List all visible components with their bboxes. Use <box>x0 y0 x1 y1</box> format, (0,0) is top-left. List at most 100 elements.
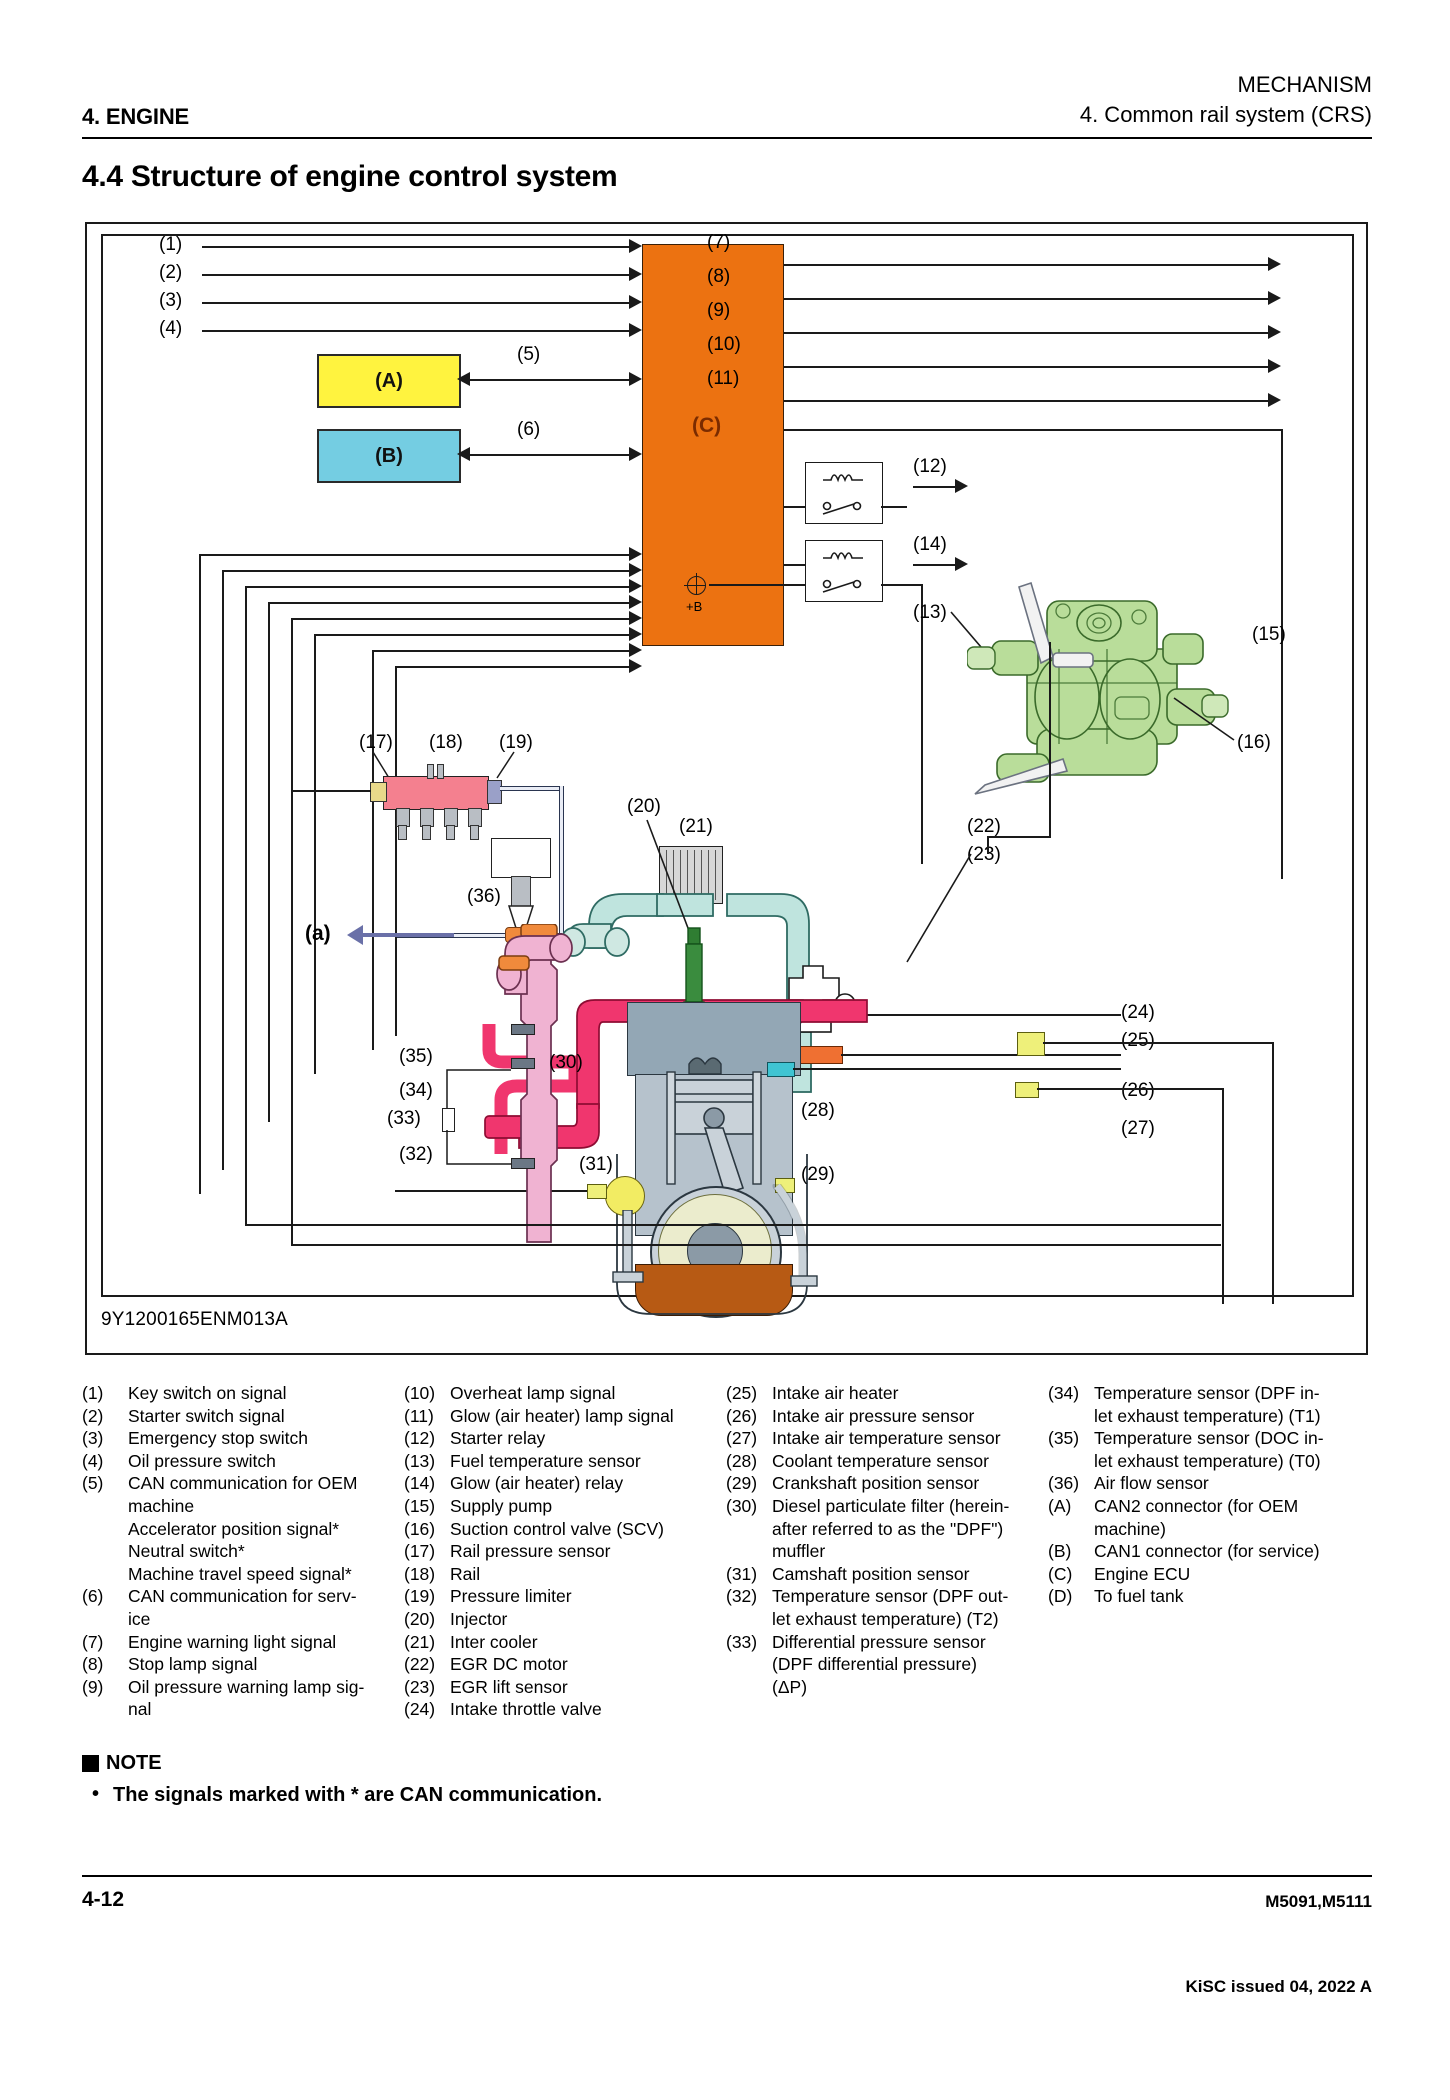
output-arrow-9 <box>1268 325 1281 339</box>
intake-pressure-wire-v <box>1272 1042 1274 1304</box>
flow-arrow-head <box>347 925 363 945</box>
legend-number: (1) <box>82 1383 104 1403</box>
return-line-h2 <box>397 933 562 938</box>
legend-text: Overheat lamp signal <box>450 1383 616 1403</box>
legend-item: (25)Intake air heater <box>726 1382 1048 1405</box>
legend-item: (15)Supply pump <box>404 1495 726 1518</box>
legend-number: (32) <box>726 1586 758 1607</box>
legend-text: Oil pressure warning lamp sig- <box>128 1676 365 1697</box>
legend-item: (14) Glow (air heater) relay <box>404 1472 726 1495</box>
legend-number: (29) <box>726 1473 758 1494</box>
legend-item: (17)Rail pressure sensor <box>404 1540 726 1563</box>
legend-item: (1) Key switch on signal <box>82 1382 404 1405</box>
legend-number: (6) <box>82 1586 104 1607</box>
issue-stamp: KiSC issued 04, 2022 A <box>1185 1977 1372 1996</box>
legend-text: Camshaft position sensor <box>772 1563 970 1584</box>
legend-text: Diesel particulate filter (herein- <box>772 1495 1010 1516</box>
bundle-v-5 <box>291 618 293 1098</box>
legend-text: Air flow sensor <box>1094 1473 1209 1494</box>
legend-text: Temperature sensor (DPF in- <box>1094 1383 1320 1403</box>
legend-item: (30)Diesel particulate filter (herein- <box>726 1495 1048 1518</box>
can1-connector-label: (B) <box>375 444 403 467</box>
legend-number: (20) <box>404 1608 436 1629</box>
legend-text: Temperature sensor (DPF out- <box>772 1586 1009 1607</box>
legend-text: To fuel tank <box>1094 1586 1184 1607</box>
legend-continuation: Machine travel speed signal* <box>128 1563 352 1584</box>
figure-id: 9Y1200165ENM013A <box>101 1309 289 1330</box>
legend-number: (14) <box>404 1473 436 1494</box>
legend-item: (24)Intake throttle valve <box>404 1698 726 1721</box>
legend-continuation: let exhaust temperature) (T0) <box>1094 1450 1321 1471</box>
legend-column-3: (25)Intake air heater (26)Intake air pre… <box>726 1382 1048 1721</box>
legend-text: CAN1 connector (for service) <box>1094 1541 1320 1562</box>
intake-pressure-wire-h <box>1043 1042 1273 1044</box>
callout-4: (4) <box>159 318 183 339</box>
input-line-3 <box>202 302 629 304</box>
cam-sensor-stem <box>612 1210 644 1283</box>
callout-6: (6) <box>517 419 541 440</box>
legend-text: Fuel temperature sensor <box>450 1450 641 1471</box>
legend-number: (15) <box>404 1495 436 1516</box>
cam-sensor-connector <box>587 1184 607 1199</box>
can1-arrow-right <box>629 447 642 461</box>
ecu-pump-route-top <box>784 429 1281 431</box>
flow-arrow-line <box>362 933 454 937</box>
legend-number: (35) <box>1048 1428 1080 1449</box>
input-line-1 <box>202 246 629 248</box>
callout-8: (8) <box>707 266 731 287</box>
legend-item: (22)EGR DC motor <box>404 1653 726 1676</box>
legend-text: Glow (air heater) relay <box>450 1473 624 1494</box>
differential-pressure-sensor <box>442 1108 455 1132</box>
legend-number: (B) <box>1048 1541 1072 1562</box>
pressure-limiter <box>487 780 502 804</box>
callout-32: (32) <box>399 1144 433 1165</box>
system-diagram: (C) (1) (2) (3) (4) (A) (5) (B) (6) (7) <box>85 222 1368 1355</box>
legend-number: (17) <box>404 1541 436 1562</box>
input-arrow-1 <box>629 239 642 253</box>
legend-item: (11)Glow (air heater) lamp signal <box>404 1405 726 1428</box>
can1-connector-box: (B) <box>317 429 461 483</box>
can1-line <box>470 454 629 456</box>
callout-26: (26) <box>1121 1080 1155 1101</box>
note-heading: NOTE <box>82 1752 602 1775</box>
can2-arrow-left <box>457 372 470 386</box>
can2-connector-box: (A) <box>317 354 461 408</box>
legend-item: (29)Crankshaft position sensor <box>726 1472 1048 1495</box>
legend-text: Key switch on signal <box>128 1383 287 1403</box>
legend-item: (2)Starter switch signal <box>82 1405 404 1428</box>
legend-text: CAN communication for OEM <box>128 1473 358 1494</box>
bundle-arrow-2 <box>629 563 642 577</box>
legend-number: (10) <box>404 1383 436 1403</box>
callout-25: (25) <box>1121 1030 1155 1051</box>
cam-sensor-wire <box>395 1190 587 1192</box>
bundle-h-2 <box>222 570 629 572</box>
footer-rule <box>82 1875 1372 1877</box>
legend-number: (33) <box>726 1631 758 1652</box>
callout-5: (5) <box>517 344 541 365</box>
callout-15: (15) <box>1252 624 1286 645</box>
callout-14-arrow <box>955 557 968 571</box>
output-line-7 <box>784 264 1268 266</box>
legend-item: (10) Overheat lamp signal <box>404 1382 726 1405</box>
legend-continuation: Neutral switch* <box>128 1541 245 1562</box>
dpf-pressure-taps <box>446 1069 511 1165</box>
starter-relay-out <box>881 506 907 508</box>
can2-arrow-right <box>629 372 642 386</box>
legend-item: (19)Pressure limiter <box>404 1585 726 1608</box>
legend-text: Rail <box>450 1563 481 1584</box>
legend-text: Differential pressure sensor <box>772 1631 986 1652</box>
rail-leaders <box>372 751 515 779</box>
note-text: The signals marked with * are CAN commun… <box>113 1784 603 1806</box>
legend-item: (27)Intake air temperature sensor <box>726 1427 1048 1450</box>
callout-17: (17) <box>359 732 393 753</box>
bundle-arrow-1 <box>629 547 642 561</box>
battery-icon <box>684 573 706 595</box>
legend-item: (34)Temperature sensor (DPF in- <box>1048 1382 1370 1405</box>
callout-30: (30) <box>549 1052 583 1073</box>
engine-ecu-block <box>642 244 784 646</box>
legend-continuation: after referred to as the "DPF") <box>772 1518 1004 1539</box>
legend-number: (31) <box>726 1563 758 1584</box>
callout-28: (28) <box>801 1100 835 1121</box>
legend-item: (5)CAN communication for OEM <box>82 1472 404 1495</box>
legend-item: (12)Starter relay <box>404 1427 726 1450</box>
